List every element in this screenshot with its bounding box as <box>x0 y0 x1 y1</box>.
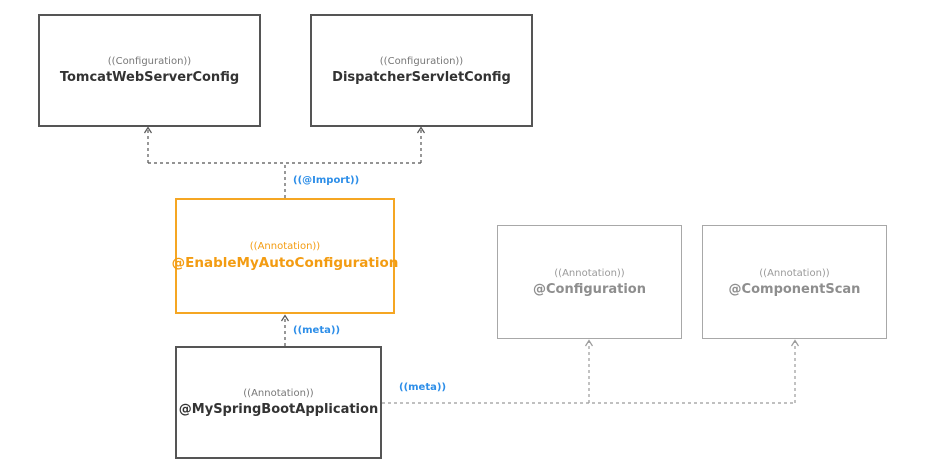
component-scan-annotation-box: ((Annotation)) @ComponentScan <box>702 225 887 339</box>
import-connector <box>148 162 421 198</box>
tomcat-web-server-config-box: ((Configuration)) TomcatWebServerConfig <box>38 14 261 127</box>
annotation-name: @Configuration <box>533 281 646 297</box>
stereotype-label: ((Configuration)) <box>379 56 464 67</box>
import-relation-label: ((@Import)) <box>293 175 360 186</box>
stereotype-label: ((Configuration)) <box>107 56 192 67</box>
annotation-name: @MySpringBootApplication <box>178 402 379 417</box>
stereotype-label: ((Annotation)) <box>759 267 830 279</box>
stereotype-label: ((Annotation)) <box>243 388 314 399</box>
annotation-name: @ComponentScan <box>728 281 861 297</box>
dispatcher-servlet-config-box: ((Configuration)) DispatcherServletConfi… <box>310 14 533 127</box>
stereotype-label: ((Annotation)) <box>249 241 321 252</box>
configuration-annotation-box: ((Annotation)) @Configuration <box>497 225 682 339</box>
stereotype-label: ((Annotation)) <box>554 267 625 279</box>
meta-connector <box>382 341 796 404</box>
my-spring-boot-application-box: ((Annotation)) @MySpringBootApplication <box>175 346 382 459</box>
enable-my-auto-configuration-box: ((Annotation)) @EnableMyAutoConfiguratio… <box>172 198 398 314</box>
annotation-name: @EnableMyAutoConfiguration <box>171 255 399 271</box>
meta-relation-label: ((meta)) <box>293 325 341 336</box>
class-name: DispatcherServletConfig <box>332 70 511 85</box>
import-arrows <box>147 128 422 163</box>
meta-relation-label: ((meta)) <box>399 382 447 393</box>
class-name: TomcatWebServerConfig <box>59 70 240 85</box>
